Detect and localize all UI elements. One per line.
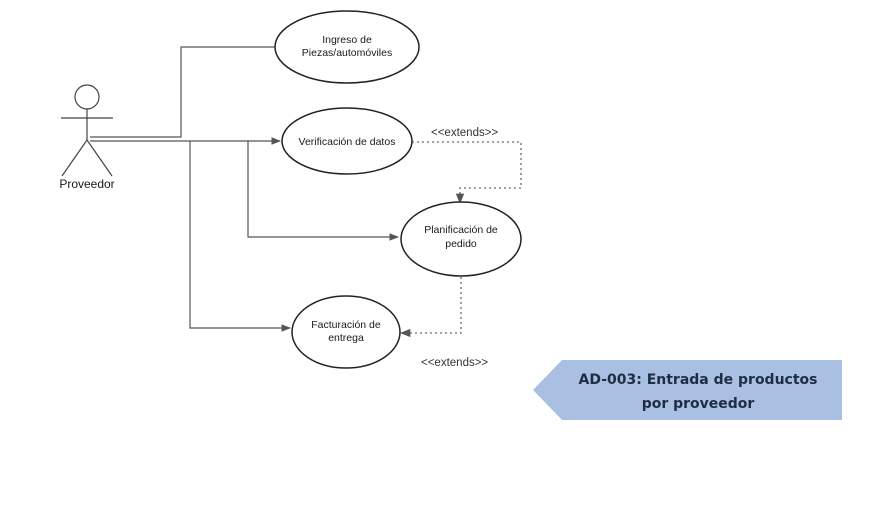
banner-title-line-1: AD-003: Entrada de productos: [578, 372, 817, 388]
extends-label-1: <<extends>>: [431, 127, 498, 139]
use-case-verificacion-shape: [281, 107, 413, 175]
assoc-facturacion: [189, 141, 291, 332]
banner-shape: [533, 360, 842, 420]
use-case-facturacion-shape: [291, 295, 401, 369]
extends-label-2: <<extends>>: [421, 357, 488, 369]
use-case-facturacion-line-2: entrega: [328, 332, 364, 344]
use-case-ingreso: Ingreso de Piezas/automóviles: [274, 10, 420, 84]
actor-left-leg: [61, 139, 88, 177]
extend-verificacion-planificacion: [412, 141, 522, 205]
use-case-facturacion-line-1: Facturación de: [311, 319, 381, 331]
use-case-facturacion: Facturación de entrega: [291, 295, 401, 369]
assoc-planificacion: [247, 141, 399, 241]
use-case-ingreso-line-1: Ingreso de: [322, 34, 372, 46]
associations: [90, 46, 399, 332]
actor-right-leg: [86, 139, 113, 177]
actor-label: Proveedor: [59, 177, 114, 191]
use-case-planificacion-line-2: pedido: [445, 238, 477, 250]
assoc-ingreso: [90, 46, 276, 138]
actor-proveedor: Proveedor: [59, 84, 115, 191]
use-case-planificacion-shape: [400, 201, 522, 277]
banner-title-line-2: por proveedor: [642, 396, 755, 412]
extend-planificacion-facturacion: [399, 277, 462, 338]
use-case-ingreso-shape: [274, 10, 420, 84]
actor-head: [74, 84, 100, 110]
use-case-verificacion: Verificación de datos: [281, 107, 413, 175]
use-case-planificacion: Planificación de pedido: [400, 201, 522, 277]
use-case-verificacion-line-1: Verificación de datos: [299, 136, 396, 148]
use-case-planificacion-line-1: Planificación de: [424, 224, 498, 236]
use-case-ingreso-line-2: Piezas/automóviles: [302, 47, 392, 59]
diagram-title-banner: AD-003: Entrada de productos por proveed…: [533, 360, 842, 420]
extend-relations: <<extends>> <<extends>>: [399, 127, 522, 369]
